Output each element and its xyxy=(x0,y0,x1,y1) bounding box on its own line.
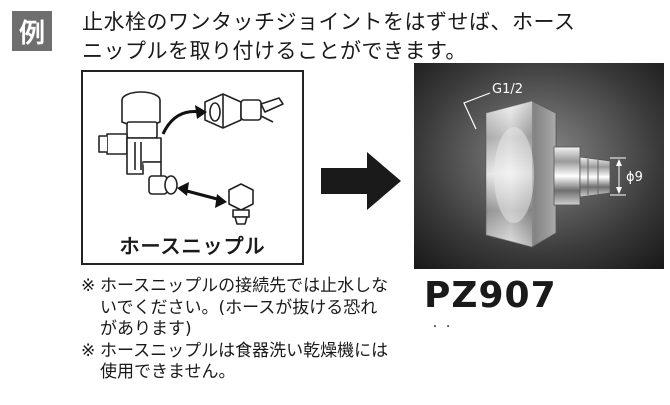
note-text: ホースニップルの接続先では止水しないでください。(ホースが抜ける恐れがあります) xyxy=(100,276,389,339)
note-item: ※ ホースニップルは食器洗い乾燥機には使用できません。 xyxy=(81,341,391,384)
illustration-label: ホースニップル xyxy=(119,234,266,258)
example-badge: 例 xyxy=(12,11,52,51)
diameter-label: ϕ9 xyxy=(626,170,643,185)
intro-line-1: 止水栓のワンタッチジョイントをはずせば、ホース xyxy=(82,10,576,34)
double-arrow-icon xyxy=(182,188,222,202)
hose-nipple-illustration: ホースニップル xyxy=(81,70,304,265)
curved-arrow-icon xyxy=(161,109,202,135)
model-subtext: ・ ・ xyxy=(430,322,454,333)
note-mark: ※ xyxy=(81,340,96,361)
faucet-diagram xyxy=(98,91,284,225)
one-touch-joint-icon xyxy=(204,93,284,129)
intro-line-2: ニップルを取り付けることができます。 xyxy=(82,39,467,63)
note-item: ※ ホースニップルの接続先では止水しないでください。(ホースが抜ける恐れがありま… xyxy=(81,276,391,341)
model-number: PZ907 xyxy=(424,275,557,316)
intro-text: 止水栓のワンタッチジョイントをはずせば、ホース ニップルを取り付けることができま… xyxy=(82,8,662,66)
right-arrow-icon xyxy=(321,152,401,210)
product-photo: G1/2 ϕ9 xyxy=(414,63,664,269)
notes-list: ※ ホースニップルの接続先では止水しないでください。(ホースが抜ける恐れがありま… xyxy=(81,276,391,384)
note-mark: ※ xyxy=(81,276,96,296)
stop-valve-icon xyxy=(98,91,178,195)
note-text: ホースニップルは食器洗い乾燥機には使用できません。 xyxy=(100,340,389,383)
thread-label: G1/2 xyxy=(492,82,523,97)
nipple-part-icon xyxy=(228,183,254,225)
